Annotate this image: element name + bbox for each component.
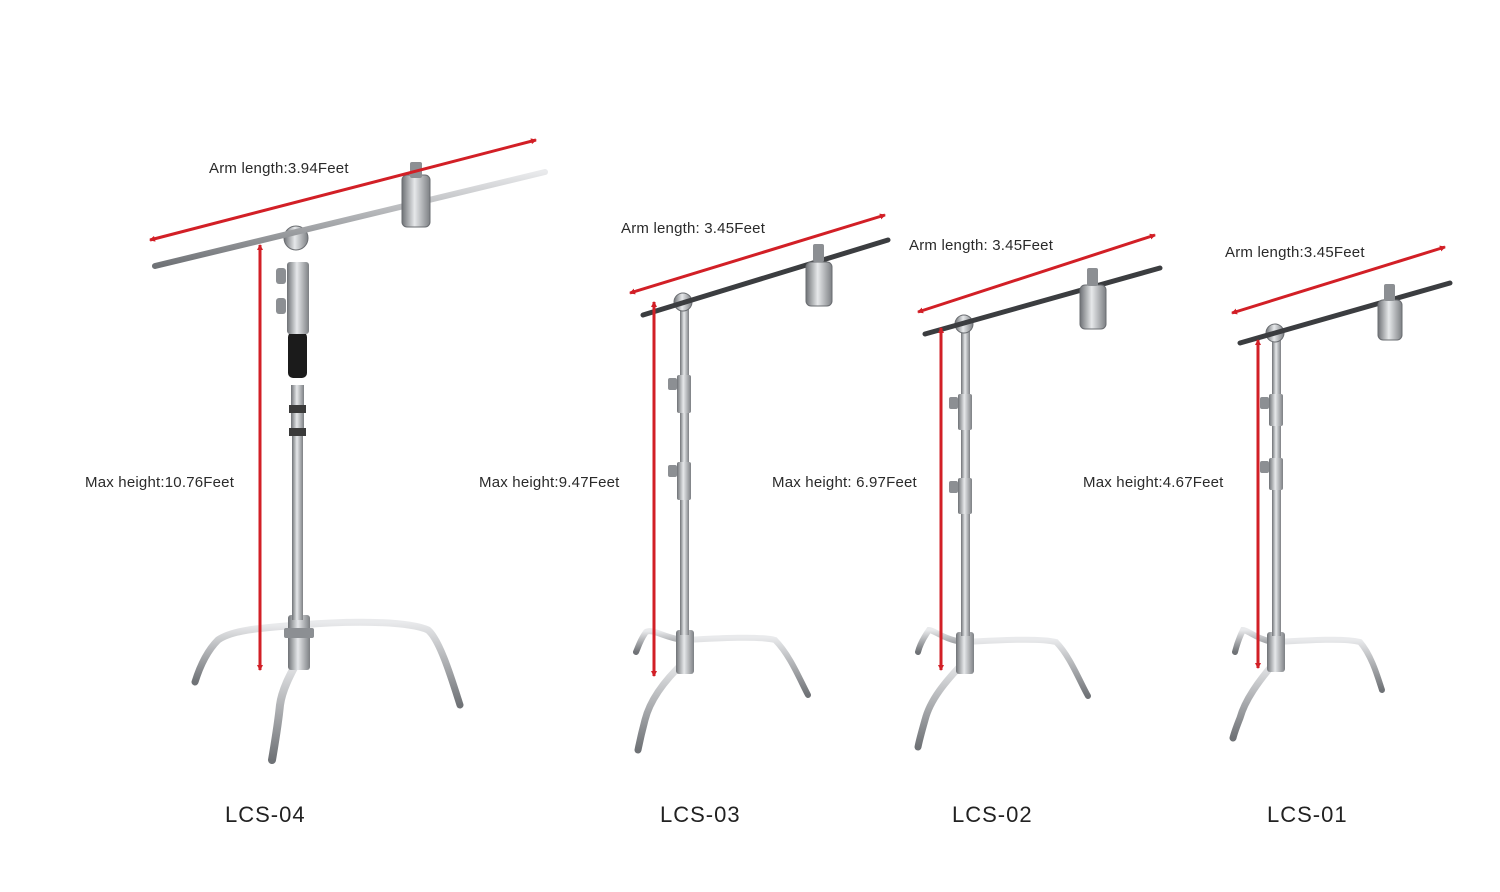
stand-illustration [633, 237, 891, 754]
arm-length-label: Arm length:3.45Feet [1225, 244, 1365, 261]
model-label: LCS-02 [952, 802, 1033, 827]
stand-illustration [1229, 280, 1453, 742]
max-height-label: Max height:9.47Feet [479, 474, 620, 491]
arm-length-arrow [629, 213, 886, 295]
arm-length-arrow [917, 233, 1156, 314]
arm-length-arrow [149, 138, 537, 242]
stand-lcs-04: Arm length:3.94Feet Max height:10.76Feet… [85, 138, 548, 827]
model-label: LCS-01 [1267, 802, 1348, 827]
stand-lcs-03: Arm length: 3.45Feet Max height:9.47Feet… [479, 213, 891, 827]
max-height-label: Max height:4.67Feet [1083, 474, 1224, 491]
stand-lcs-01: Arm length:3.45Feet Max height:4.67Feet … [1083, 244, 1453, 827]
arm-length-label: Arm length:3.94Feet [209, 160, 349, 177]
max-height-label: Max height:10.76Feet [85, 474, 235, 491]
model-label: LCS-04 [225, 802, 306, 827]
stand-illustration [152, 162, 548, 764]
max-height-label: Max height: 6.97Feet [772, 474, 918, 491]
stand-illustration [914, 265, 1163, 751]
arm-length-label: Arm length: 3.45Feet [621, 220, 766, 237]
arm-length-label: Arm length: 3.45Feet [909, 237, 1054, 254]
stand-lcs-02: Arm length: 3.45Feet Max height: 6.97Fee… [772, 233, 1163, 827]
arm-length-arrow [1231, 245, 1446, 315]
model-label: LCS-03 [660, 802, 741, 827]
